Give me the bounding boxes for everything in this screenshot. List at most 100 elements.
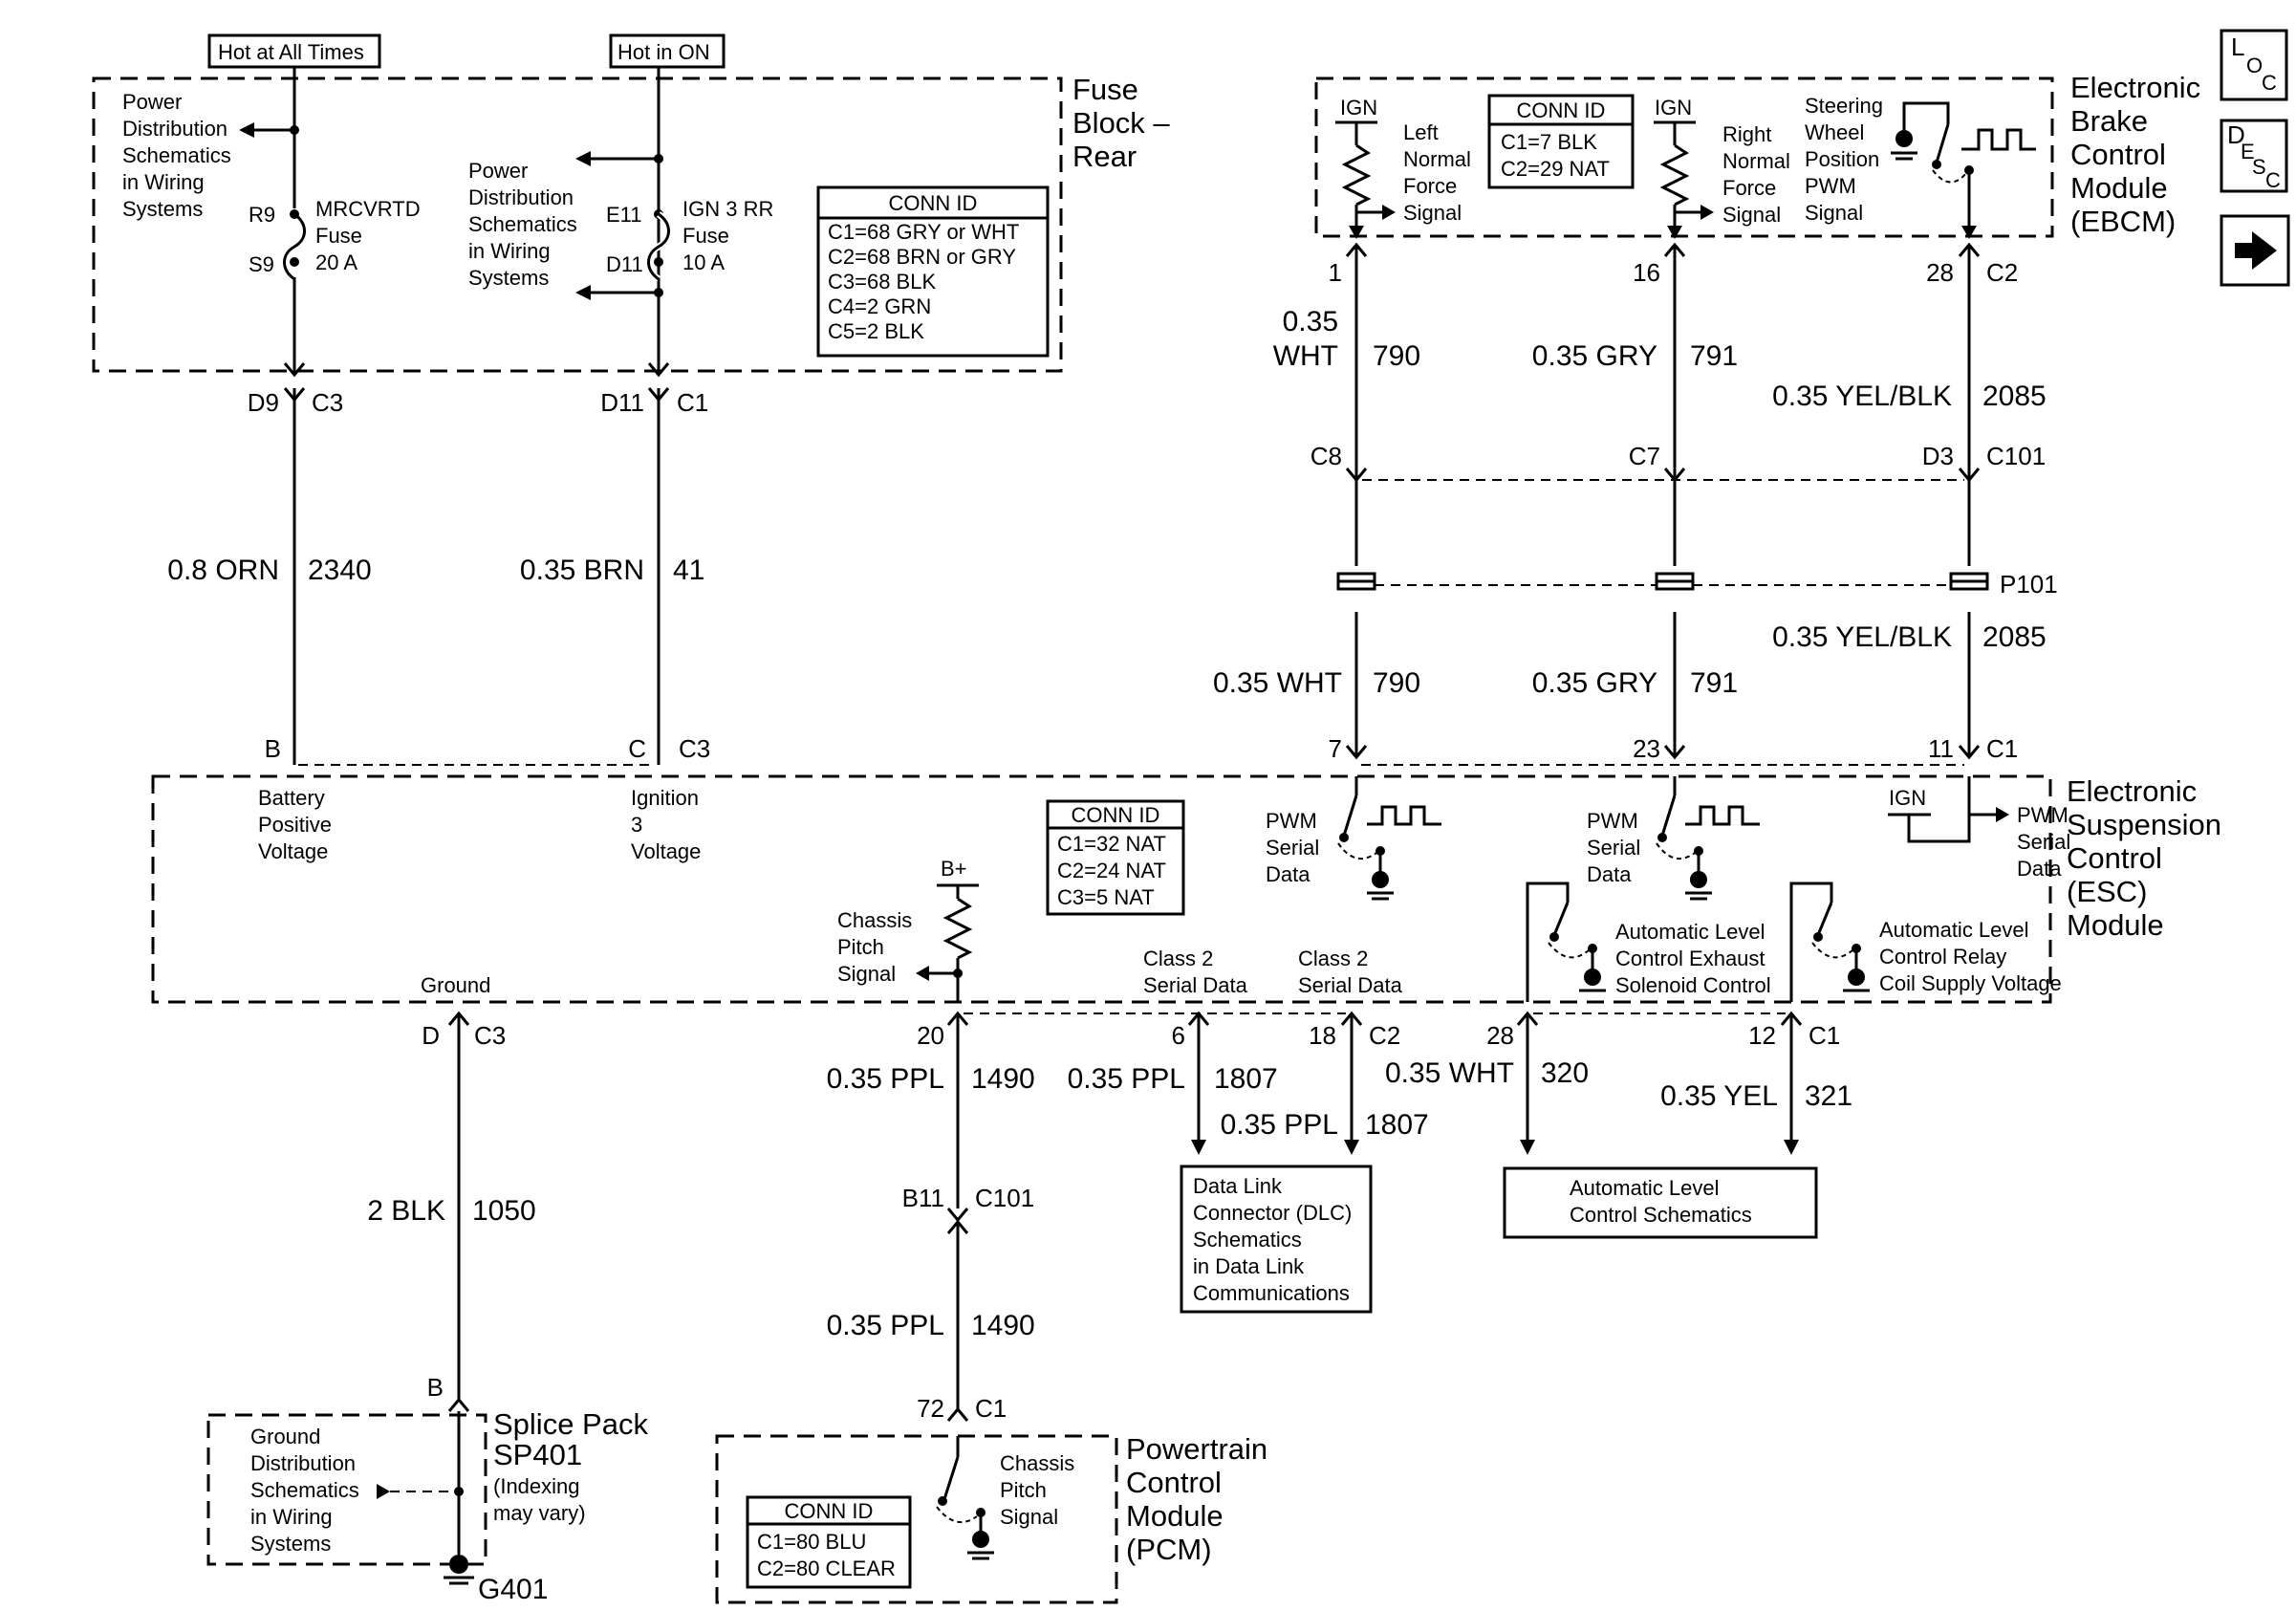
svg-text:PWM: PWM <box>1266 809 1317 833</box>
wire-1807-b: 18 C2 0.35 PPL 1807 <box>1221 1011 1429 1155</box>
esc-pwm-2: PWM Serial Data <box>1587 776 1760 901</box>
wire-320: 28 0.35 WHT 320 <box>1385 1011 1589 1155</box>
ebcm-conn-id: CONN ID C1=7 BLK C2=29 NAT <box>1487 94 1635 189</box>
svg-text:C2=68 BRN or GRY: C2=68 BRN or GRY <box>828 245 1016 269</box>
svg-text:Distribution: Distribution <box>468 185 574 209</box>
svg-text:Module: Module <box>2067 908 2164 942</box>
svg-text:B+: B+ <box>941 857 967 881</box>
svg-text:B: B <box>265 734 281 763</box>
svg-text:C1=32 NAT: C1=32 NAT <box>1057 832 1166 856</box>
svg-text:IGN: IGN <box>1655 96 1692 120</box>
loc-icon[interactable]: L O C <box>2220 29 2288 101</box>
svg-text:1050: 1050 <box>472 1195 536 1227</box>
svg-text:B: B <box>427 1373 444 1402</box>
alc-schematics-box: Automatic Level Control Schematics <box>1503 1166 1818 1239</box>
wire-791: 16 0.35 GRY 791 C7 0.35 GRY 791 23 <box>1532 242 1738 763</box>
svg-text:D9: D9 <box>248 388 279 417</box>
svg-text:C3=5 NAT: C3=5 NAT <box>1057 885 1155 909</box>
svg-text:Communications: Communications <box>1193 1281 1350 1305</box>
svg-text:D11: D11 <box>600 388 644 417</box>
svg-text:D11: D11 <box>606 252 643 276</box>
svg-text:in Data Link: in Data Link <box>1193 1254 1305 1278</box>
svg-text:Class 2: Class 2 <box>1143 947 1213 970</box>
svg-text:PWM: PWM <box>1587 809 1638 833</box>
svg-text:C7: C7 <box>1629 442 1660 470</box>
svg-text:Suspension: Suspension <box>2067 808 2221 841</box>
svg-text:C: C <box>628 734 646 763</box>
svg-text:790: 790 <box>1373 667 1420 699</box>
svg-text:CONN ID: CONN ID <box>1517 98 1606 122</box>
svg-text:Normal: Normal <box>1722 149 1790 173</box>
svg-text:3: 3 <box>631 813 642 837</box>
svg-text:C101: C101 <box>975 1184 1034 1212</box>
svg-text:C1=68 GRY or WHT: C1=68 GRY or WHT <box>828 220 1019 244</box>
arrow-right-icon[interactable] <box>2220 214 2290 287</box>
svg-text:Signal: Signal <box>1000 1505 1058 1529</box>
svg-text:Normal: Normal <box>1403 147 1471 171</box>
esc-chassis-pitch: B+ Chassis Pitch Signal <box>837 857 979 1002</box>
svg-text:E11: E11 <box>606 203 642 227</box>
svg-text:Control: Control <box>2067 841 2162 875</box>
svg-text:Systems: Systems <box>468 266 549 290</box>
svg-text:S: S <box>2252 155 2266 179</box>
svg-text:7: 7 <box>1329 734 1342 763</box>
svg-text:Data: Data <box>2017 857 2062 881</box>
svg-text:Position: Position <box>1805 147 1879 171</box>
svg-text:Signal: Signal <box>1722 203 1781 227</box>
svg-text:(Indexing: (Indexing <box>493 1474 580 1498</box>
svg-text:Signal: Signal <box>837 962 896 986</box>
svg-text:20: 20 <box>917 1021 944 1050</box>
svg-text:Positive: Positive <box>258 813 332 837</box>
svg-text:0.8 ORN: 0.8 ORN <box>167 555 279 586</box>
wire-790: 1 0.35 WHT 790 C8 0.35 WHT 790 7 <box>1213 242 1420 763</box>
svg-text:Distribution: Distribution <box>250 1451 356 1475</box>
svg-text:C1: C1 <box>1809 1021 1840 1050</box>
svg-text:Schematics: Schematics <box>250 1478 359 1502</box>
svg-text:0.35 PPL: 0.35 PPL <box>827 1063 944 1095</box>
svg-text:23: 23 <box>1633 734 1660 763</box>
svg-text:Steering: Steering <box>1805 94 1883 118</box>
svg-text:C1: C1 <box>1986 734 2018 763</box>
svg-text:1490: 1490 <box>971 1063 1035 1095</box>
svg-text:Control Exhaust: Control Exhaust <box>1615 947 1765 970</box>
svg-text:1807: 1807 <box>1214 1063 1278 1095</box>
dlc-schematics-box: Data Link Connector (DLC) Schematics in … <box>1180 1165 1373 1314</box>
svg-text:791: 791 <box>1690 667 1738 699</box>
fuse-mrcvrtd: R9 S9 MRCVRTD Fuse 20 A <box>249 197 421 281</box>
esc-module: Electronic Suspension Control (ESC) Modu… <box>151 774 2221 1004</box>
wire-2340: D9 C3 0.8 ORN 2340 B <box>167 362 372 765</box>
svg-text:Force: Force <box>1722 176 1776 200</box>
svg-text:791: 791 <box>1690 340 1738 372</box>
svg-text:Data: Data <box>1587 862 1632 886</box>
svg-text:Power: Power <box>468 159 528 183</box>
svg-text:0.35 YEL/BLK: 0.35 YEL/BLK <box>1772 621 1952 653</box>
svg-text:L: L <box>2231 33 2244 61</box>
svg-text:S9: S9 <box>249 252 274 276</box>
svg-text:Electronic: Electronic <box>2067 774 2197 808</box>
svg-text:Splice Pack: Splice Pack <box>493 1407 648 1441</box>
svg-text:Chassis: Chassis <box>1000 1451 1074 1475</box>
svg-text:Wheel: Wheel <box>1805 120 1864 144</box>
svg-text:16: 16 <box>1633 258 1660 287</box>
svg-text:2 BLK: 2 BLK <box>367 1195 445 1227</box>
svg-text:Connector (DLC): Connector (DLC) <box>1193 1201 1352 1225</box>
svg-text:1: 1 <box>1329 258 1342 287</box>
svg-text:0.35 YEL/BLK: 0.35 YEL/BLK <box>1772 381 1952 412</box>
svg-text:Fuse: Fuse <box>315 224 362 248</box>
svg-text:IGN: IGN <box>1889 786 1926 810</box>
svg-text:Serial Data: Serial Data <box>1143 973 1248 997</box>
svg-text:(EBCM): (EBCM) <box>2070 205 2176 238</box>
svg-text:Electronic: Electronic <box>2070 71 2200 104</box>
svg-text:in Wiring: in Wiring <box>250 1505 333 1529</box>
svg-text:Systems: Systems <box>250 1532 331 1556</box>
wire-2085: 28 C2 0.35 YEL/BLK 2085 D3 C101 0.35 YEL… <box>1772 242 2047 763</box>
svg-text:Coil Supply Voltage: Coil Supply Voltage <box>1879 971 2062 995</box>
svg-text:0.35 WHT: 0.35 WHT <box>1385 1057 1514 1089</box>
desc-icon[interactable]: D E S C <box>2220 119 2288 193</box>
svg-text:Serial Data: Serial Data <box>1298 973 1403 997</box>
svg-text:2085: 2085 <box>1982 381 2047 412</box>
svg-text:C2=80 CLEAR: C2=80 CLEAR <box>757 1557 896 1580</box>
svg-text:Powertrain: Powertrain <box>1126 1432 1267 1466</box>
svg-text:C3: C3 <box>679 734 710 763</box>
